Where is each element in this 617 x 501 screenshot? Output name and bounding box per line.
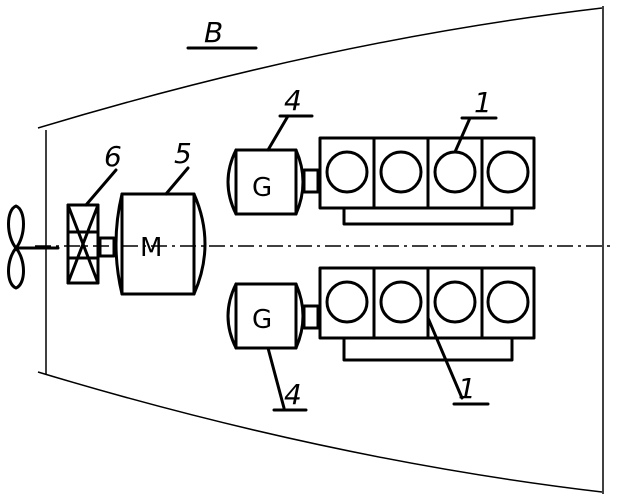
view-label: B bbox=[186, 16, 258, 50]
generator-bottom: 4 G bbox=[226, 282, 320, 412]
propeller-icon bbox=[7, 204, 60, 290]
cylinder bbox=[379, 150, 423, 194]
generator-bottom-mark: G bbox=[252, 305, 272, 335]
cylinder bbox=[433, 150, 477, 194]
generator-top-mark: G bbox=[252, 173, 272, 203]
engine-top-label: 1 bbox=[474, 86, 492, 119]
cylinder bbox=[325, 150, 369, 194]
engine-bottom-label: 1 bbox=[458, 372, 476, 405]
hull-outline bbox=[37, 6, 604, 494]
clutch-label: 6 bbox=[104, 140, 122, 173]
motor-label: 5 bbox=[174, 137, 192, 170]
clutch: 6 bbox=[66, 140, 122, 285]
cylinder bbox=[486, 280, 530, 324]
cylinder bbox=[486, 150, 530, 194]
cylinder bbox=[433, 280, 477, 324]
cylinder bbox=[325, 280, 369, 324]
generator-top: 4 G bbox=[226, 84, 320, 216]
view-label-text: B bbox=[204, 16, 223, 49]
engine-top: 1 bbox=[318, 86, 536, 226]
motor-mark: M bbox=[140, 233, 162, 263]
cylinder bbox=[379, 280, 423, 324]
engine-bottom: 1 bbox=[318, 266, 536, 406]
motor: 5 M bbox=[114, 137, 207, 296]
generator-bottom-label: 4 bbox=[284, 378, 302, 411]
generator-top-label: 4 bbox=[284, 84, 302, 117]
